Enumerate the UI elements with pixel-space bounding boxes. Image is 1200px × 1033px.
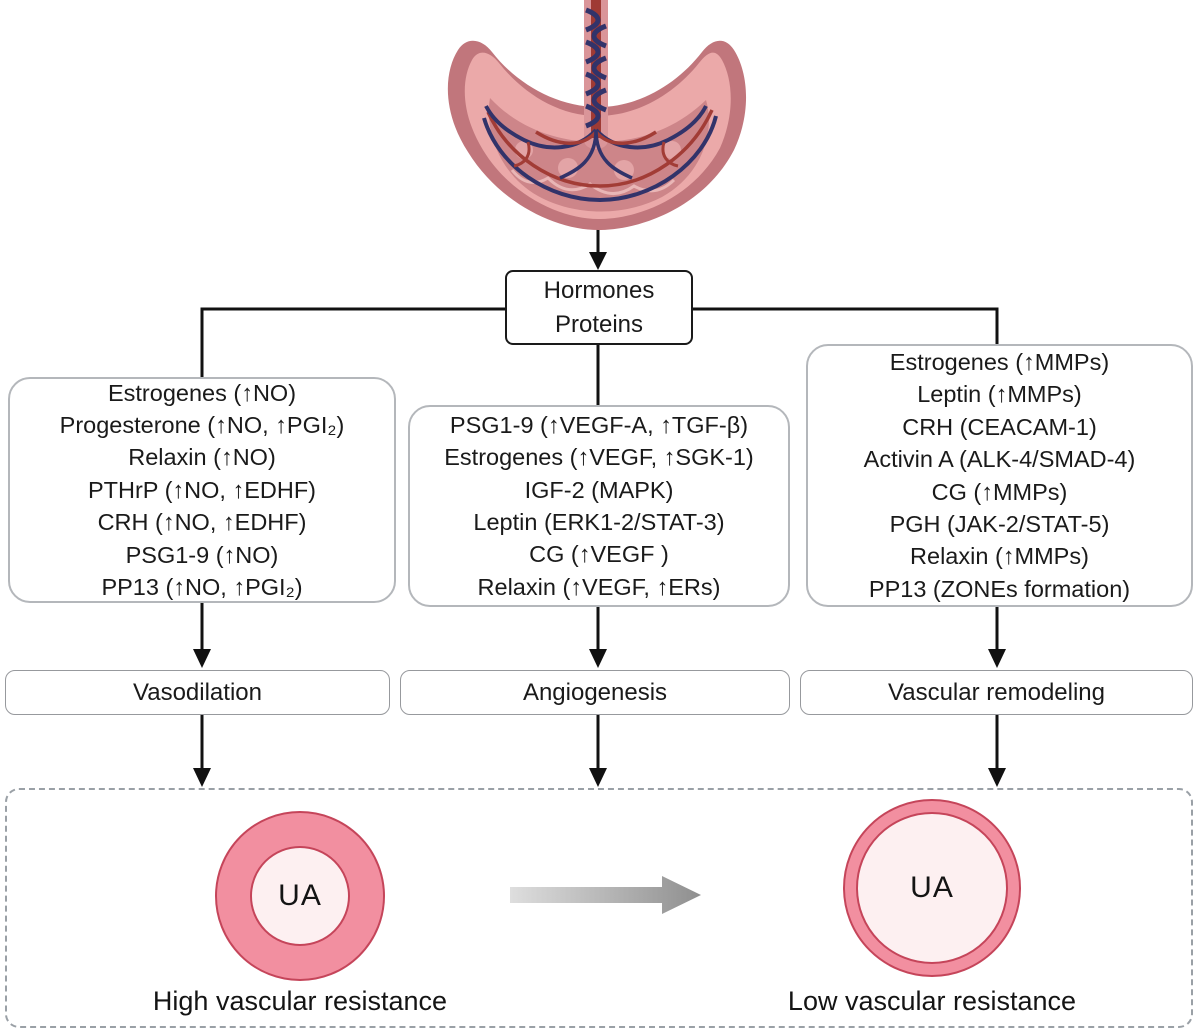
arrowhead-icon bbox=[988, 649, 1006, 668]
factor-item: Leptin (ERK1-2/STAT-3) bbox=[473, 509, 725, 535]
factor-item: Estrogenes (↑NO) bbox=[107, 379, 297, 406]
angiogenesis-factors-box: PSG1-9 (↑VEGF-A, ↑TGF-β) Estrogenes (↑VE… bbox=[408, 405, 790, 607]
high-resistance-caption: High vascular resistance bbox=[152, 986, 448, 1016]
pathway-label: Vasodilation bbox=[133, 678, 262, 706]
placental-vessels bbox=[482, 105, 718, 203]
vasodilation-factors-box: Estrogenes (↑NO) Progesterone (↑NO, ↑PGI… bbox=[8, 377, 396, 603]
arrowhead-icon bbox=[988, 768, 1006, 787]
factor-item: Estrogenes (↑MMPs) bbox=[889, 348, 1110, 375]
ua-cross-section-constricted: UA bbox=[215, 811, 385, 981]
arrowhead-icon bbox=[589, 768, 607, 787]
arrowhead-icon bbox=[193, 649, 211, 668]
hormones-proteins-node: Hormones Proteins bbox=[505, 270, 693, 345]
factor-item: PP13 (ZONEs formation) bbox=[868, 575, 1131, 602]
connector-right-elbow bbox=[693, 307, 999, 344]
factor-item: PGH (JAK-2/STAT-5) bbox=[889, 510, 1110, 537]
low-resistance-caption: Low vascular resistance bbox=[787, 986, 1077, 1016]
factor-item: PSG1-9 (↑VEGF-A, ↑TGF-β) bbox=[449, 411, 749, 438]
placenta-illustration bbox=[447, 0, 747, 231]
factor-item: PP13 (↑NO, ↑PGI₂) bbox=[101, 574, 303, 601]
factor-item: CG (↑MMPs) bbox=[931, 478, 1068, 505]
factor-item: PTHrP (↑NO, ↑EDHF) bbox=[87, 476, 317, 503]
factor-item: CRH (↑NO, ↑EDHF) bbox=[97, 509, 307, 536]
factor-item: Activin A (ALK-4/SMAD-4) bbox=[863, 446, 1136, 473]
remodeling-factors-box: Estrogenes (↑MMPs) Leptin (↑MMPs) CRH (C… bbox=[806, 344, 1193, 607]
pathway-label: Vascular remodeling bbox=[888, 678, 1105, 706]
factor-item: Relaxin (↑MMPs) bbox=[910, 543, 1089, 570]
ua-lumen: UA bbox=[250, 846, 350, 946]
arrowhead-icon bbox=[589, 252, 607, 270]
proteins-line: Proteins bbox=[554, 310, 644, 338]
factor-item: CRH (CEACAM-1) bbox=[902, 413, 1097, 440]
ua-label: UA bbox=[278, 879, 322, 912]
angiogenesis-label-box: Angiogenesis bbox=[400, 670, 790, 715]
transition-arrow-icon bbox=[510, 876, 701, 914]
factor-item: Relaxin (↑NO) bbox=[128, 444, 276, 471]
ua-lumen: UA bbox=[856, 812, 1008, 964]
factor-item: Leptin (↑MMPs) bbox=[917, 381, 1082, 408]
ua-cross-section-dilated: UA bbox=[843, 799, 1021, 977]
factor-item: CG (↑VEGF ) bbox=[529, 541, 669, 568]
connector-left-elbow bbox=[200, 307, 505, 377]
remodeling-label-box: Vascular remodeling bbox=[800, 670, 1193, 715]
pathway-label: Angiogenesis bbox=[522, 678, 668, 706]
factor-item: IGF-2 (MAPK) bbox=[524, 476, 674, 503]
factor-item: Estrogenes (↑VEGF, ↑SGK-1) bbox=[444, 444, 754, 471]
factor-item: Relaxin (↑VEGF, ↑ERs) bbox=[477, 573, 721, 600]
umbilical-cord bbox=[584, 0, 608, 149]
vasodilation-label-box: Vasodilation bbox=[5, 670, 390, 715]
arrowhead-icon bbox=[193, 768, 211, 787]
ua-label: UA bbox=[910, 871, 954, 904]
factor-item: Progesterone (↑NO, ↑PGI₂) bbox=[59, 411, 345, 438]
factor-item: PSG1-9 (↑NO) bbox=[125, 541, 279, 568]
hormones-line: Hormones bbox=[543, 276, 655, 304]
arrowhead-icon bbox=[589, 649, 607, 668]
